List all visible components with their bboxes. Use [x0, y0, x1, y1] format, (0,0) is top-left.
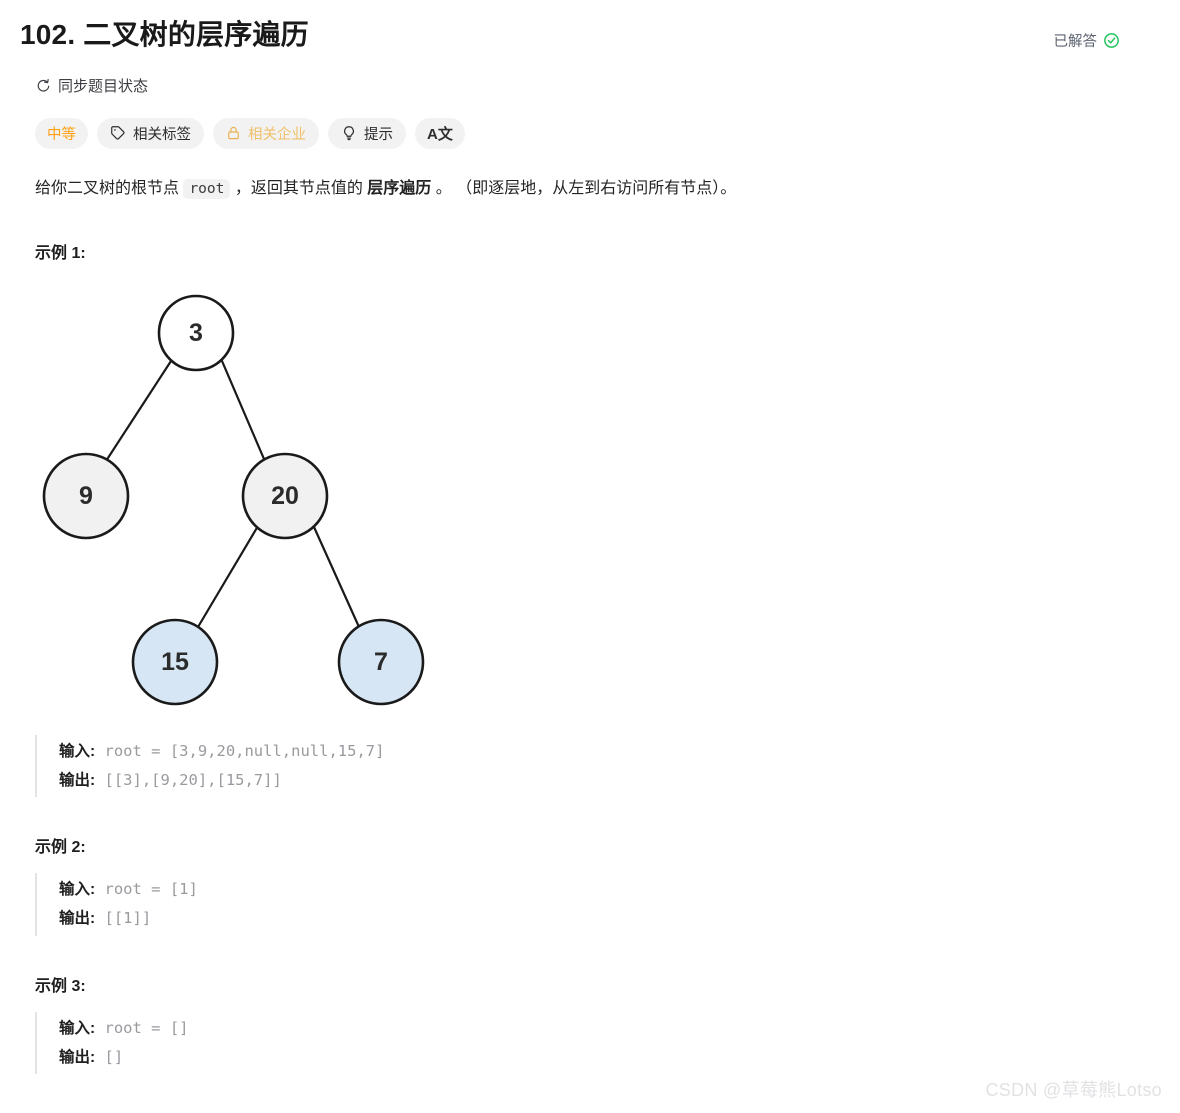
output-value: [[3],[9,20],[15,7]] — [95, 771, 282, 789]
refresh-icon — [36, 78, 51, 93]
input-label: 输入: — [59, 742, 96, 760]
tree-node-label: 15 — [161, 648, 189, 676]
hint-button[interactable]: 提示 — [328, 117, 406, 149]
problem-description: 给你二叉树的根节点 root ，返回其节点值的 层序遍历 。 （即逐层地，从左到… — [18, 175, 1162, 203]
tree-node-circle — [337, 618, 425, 706]
input-label: 输入: — [59, 1019, 96, 1037]
meta-pill-row: 中等 相关标签 相关企业 — [18, 117, 1162, 149]
input-value: root = [] — [95, 1018, 189, 1037]
tree-svg: 3 9 20 15 7 — [42, 294, 425, 706]
tree-node-circle — [42, 452, 130, 540]
example-3-code: 输入: root = [] 输出: [] — [35, 1011, 1162, 1075]
topics-button[interactable]: 相关标签 — [97, 117, 204, 149]
sync-status-button[interactable]: 同步题目状态 — [18, 75, 1162, 96]
tree-node: 9 — [42, 452, 130, 540]
tree-node-circle — [241, 452, 329, 540]
status-badge: 已解答 — [1054, 30, 1121, 51]
watermark: CSDN @草莓熊Lotso — [985, 1080, 1162, 1100]
companies-label: 相关企业 — [248, 126, 306, 143]
output-value: [[1]] — [95, 909, 152, 928]
binary-tree-figure: 3 9 20 15 7 — [26, 279, 446, 719]
desc-emphasis: 层序遍历 — [367, 179, 432, 197]
page-title: 102. 二叉树的层序遍历 — [20, 19, 309, 50]
example-1-title: 示例 1: — [35, 244, 86, 262]
tree-node-label: 9 — [79, 482, 93, 510]
tree-node: 20 — [241, 452, 329, 540]
desc-part-1: 给你二叉树的根节点 — [35, 179, 184, 197]
translate-label: A文 — [427, 125, 453, 143]
tree-node-circle — [157, 294, 235, 372]
tree-node: 15 — [131, 618, 219, 706]
input-value: root = [3,9,20,null,null,15,7] — [95, 741, 385, 760]
tree-edge — [220, 359, 266, 460]
difficulty-badge[interactable]: 中等 — [35, 117, 88, 149]
tree-node: 7 — [337, 618, 425, 706]
tree-edge — [196, 524, 260, 628]
tree-node: 3 — [157, 294, 235, 372]
companies-button[interactable]: 相关企业 — [213, 117, 319, 149]
input-label: 输入: — [59, 881, 96, 899]
translate-button[interactable]: A文 — [415, 117, 465, 149]
lock-icon — [226, 125, 241, 141]
tree-node-label: 20 — [271, 482, 299, 510]
example-2-code: 输入: root = [1] 输出: [[1]] — [35, 873, 1162, 936]
inline-code-root: root — [183, 178, 231, 199]
tree-edge — [104, 359, 173, 462]
output-label: 输出: — [59, 772, 96, 789]
output-label: 输出: — [59, 1048, 96, 1066]
output-value: [] — [95, 1047, 124, 1066]
example-3-title: 示例 3: — [35, 977, 86, 995]
desc-part-3: 。 （即逐层地，从左到右访问所有节点）。 — [431, 179, 737, 197]
tree-node-label: 7 — [374, 648, 388, 676]
header: 102. 二叉树的层序遍历 已解答 — [18, 16, 1162, 54]
output-label: 输出: — [59, 910, 96, 928]
hint-label: 提示 — [364, 126, 393, 143]
tree-node-label: 3 — [189, 319, 203, 347]
lightbulb-icon — [341, 125, 357, 141]
example-2-title: 示例 2: — [35, 839, 86, 857]
tag-icon — [110, 125, 126, 141]
input-value: root = [1] — [95, 880, 198, 899]
example-1-code: 输入: root = [3,9,20,null,null,15,7] 输出: [… — [35, 734, 1162, 798]
topics-label: 相关标签 — [133, 126, 191, 143]
tree-edge — [312, 525, 361, 628]
difficulty-label: 中等 — [47, 126, 76, 143]
desc-part-2: ，返回其节点值的 — [230, 179, 368, 197]
tree-node-circle — [131, 618, 219, 706]
solved-label: 已解答 — [1053, 34, 1098, 50]
check-circle-icon — [1103, 32, 1120, 49]
sync-label: 同步题目状态 — [58, 77, 149, 95]
